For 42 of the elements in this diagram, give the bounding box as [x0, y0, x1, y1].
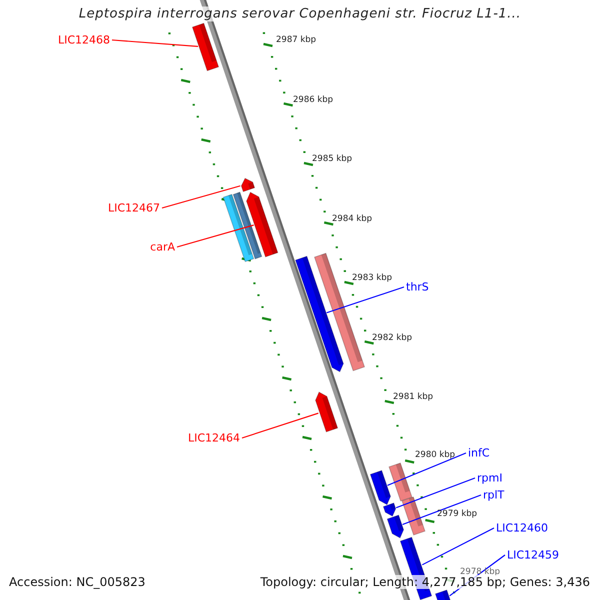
gene-label: LIC12460 [496, 522, 548, 534]
gene-label: carA [150, 240, 175, 254]
gene-label: LIC12467 [108, 202, 160, 214]
footer-text: Topology: circular; Length: 4,277,185 bp; Genes: 3,436 [260, 575, 590, 589]
scale-label: 2983 kbp [352, 273, 392, 283]
leader-line [396, 477, 476, 508]
gene-label: LIC12464 [188, 432, 240, 444]
gene-block [368, 468, 394, 508]
gene-label: rplT [483, 488, 504, 502]
gene-block [190, 22, 220, 72]
leader-line [402, 494, 482, 526]
scale-label: 2981 kbp [393, 392, 434, 402]
leader-line [162, 185, 240, 209]
leader-line [112, 39, 198, 48]
gene-block [243, 188, 279, 258]
gene-block [388, 462, 412, 502]
gene-label: thrS [406, 280, 429, 294]
gene-block [382, 502, 398, 518]
scale-label: 2982 kbp [372, 333, 412, 343]
leader-line [176, 224, 254, 248]
footer-text: Accession: NC_005823 [9, 575, 146, 589]
gene-label: infC [468, 446, 490, 460]
scale-label: 2979 kbp [437, 509, 478, 519]
leader-line [422, 528, 494, 566]
scale-label: 2984 kbp [332, 214, 372, 224]
scale-label: 2978 kbp [460, 567, 500, 577]
scale-label: 2987 kbp [276, 35, 316, 45]
scale-label: 2980 kbp [415, 450, 456, 460]
gene-block [232, 190, 262, 260]
gene-block [222, 193, 254, 263]
gene-block [400, 496, 426, 536]
gene-label: LIC12468 [58, 34, 110, 46]
gene-label: rpmI [477, 472, 502, 484]
scale-label: 2986 kbp [293, 95, 334, 105]
leader-line [326, 286, 404, 314]
scale-label: 2985 kbp [312, 154, 352, 164]
leader-line [387, 452, 466, 486]
gene-label: LIC12459 [507, 548, 560, 562]
title: Leptospira interrogans serovar Copenhageni str. Fiocruz L1-1... [78, 6, 522, 22]
leader-line [242, 412, 319, 439]
gene-block [238, 175, 256, 193]
gene-block [294, 255, 346, 375]
